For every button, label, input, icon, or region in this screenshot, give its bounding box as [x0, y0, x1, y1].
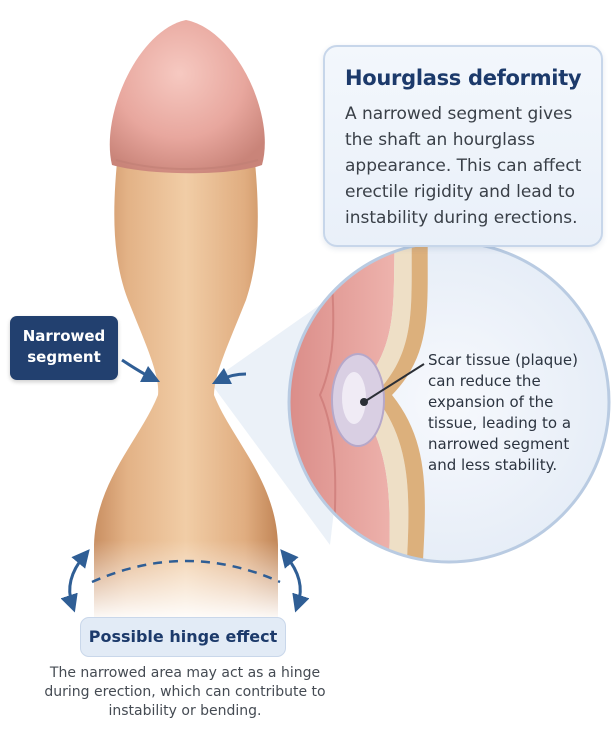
hinge-arc — [91, 559, 281, 584]
tissue-inner-line — [318, 242, 337, 562]
info-title: Hourglass deformity — [345, 66, 582, 90]
narrowed-segment-label: Narrowed segment — [10, 316, 118, 380]
plaque-highlight — [342, 372, 366, 424]
hinge-arrow-left — [60, 549, 90, 613]
corona-line — [115, 159, 259, 170]
plaque-pointer — [363, 363, 425, 403]
hinge-effect-description: The narrowed area may act as a hinge dur… — [44, 665, 326, 719]
hinge-arrow-right — [280, 549, 310, 613]
hinge-effect-label: Possible hinge effect — [80, 617, 286, 657]
magnified-view — [287, 240, 611, 564]
glans — [109, 20, 265, 174]
plaque-pointer-dot — [360, 398, 368, 406]
narrowed-arrow-right — [211, 367, 247, 385]
skin-layer — [374, 242, 428, 562]
shaft-fade — [80, 540, 294, 622]
info-body: A narrowed segment gives the shaft an ho… — [345, 104, 582, 228]
narrowed-arrow-left — [121, 358, 161, 383]
scar-tissue-callout: Scar tissue (plaque) can reduce the expa… — [428, 351, 578, 474]
info-card: Hourglass deformity A narrowed segment g… — [323, 45, 603, 247]
shaft — [94, 152, 278, 620]
tunica-layer — [352, 242, 412, 562]
